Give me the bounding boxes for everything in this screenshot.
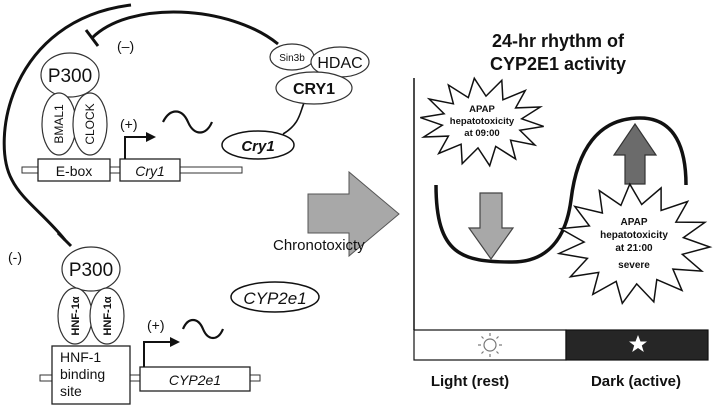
cyp2e1-mrna-label: CYP2e1 bbox=[243, 289, 306, 308]
cry1-protein-label: CRY1 bbox=[293, 81, 335, 98]
cry1-mrna-oval bbox=[221, 130, 295, 160]
burst2-line2: hepatotoxicity bbox=[600, 230, 668, 241]
dark-label: Dark (active) bbox=[591, 373, 681, 390]
p300-top bbox=[40, 52, 100, 98]
promoter-arrow-bottom bbox=[143, 341, 172, 367]
burst-2100 bbox=[556, 182, 713, 305]
cry1-mrna-label: Cry1 bbox=[241, 138, 274, 155]
p300-bottom bbox=[61, 246, 121, 292]
cry1-protein-oval bbox=[275, 71, 353, 105]
burst2-line4: severe bbox=[618, 260, 650, 271]
promoter-arrow-top bbox=[124, 136, 148, 159]
inhibition-bar-top bbox=[84, 29, 100, 47]
hnf1a-right-oval bbox=[89, 287, 125, 345]
dark-band bbox=[565, 329, 709, 361]
hdac-label: HDAC bbox=[317, 55, 362, 72]
rhythm-title-line1: 24-hr rhythm of bbox=[492, 31, 625, 51]
clock-label: CLOCK bbox=[83, 103, 97, 144]
cyp2e1-mrna-wave bbox=[181, 318, 225, 340]
hnf1a-left-label: HNF-1α bbox=[70, 296, 82, 335]
cyp2e1-mrna-oval bbox=[230, 281, 320, 313]
hnf1-site-line1: HNF-1 bbox=[60, 349, 101, 365]
light-label: Light (rest) bbox=[431, 373, 509, 390]
burst1-line2: hepatotoxicity bbox=[450, 116, 515, 127]
activity-decrease-arrow bbox=[467, 192, 515, 261]
cry1-inhibition-arc bbox=[90, 10, 279, 46]
inhibit-sign-bottom: (-) bbox=[8, 249, 22, 265]
cyp2e1-gene-box bbox=[139, 366, 251, 392]
cry1-gene-label: Cry1 bbox=[135, 163, 165, 179]
burst1-line3: at 09:00 bbox=[464, 128, 499, 139]
hnf1-site-line3: site bbox=[60, 383, 82, 399]
plus-sign-bottom: (+) bbox=[147, 317, 165, 333]
promoter-arrowhead-top bbox=[146, 132, 156, 142]
translation-link bbox=[282, 102, 305, 135]
hnf1-site-box bbox=[51, 345, 131, 405]
burst2-line1: APAP bbox=[620, 217, 647, 228]
p300-bottom-label: P300 bbox=[69, 260, 113, 281]
p300-top-label: P300 bbox=[48, 66, 92, 87]
burst2-line3: at 21:00 bbox=[615, 243, 653, 254]
burst-0900 bbox=[420, 76, 544, 168]
cyp2e1-gene-label: CYP2e1 bbox=[169, 372, 221, 388]
inhibit-sign-top: (–) bbox=[117, 38, 134, 54]
hnf1a-right-label: HNF-1α bbox=[102, 296, 114, 335]
cry1-gene-box bbox=[119, 158, 181, 182]
chronotoxicity-arrow bbox=[307, 170, 400, 258]
inhibition-bar-bottom bbox=[56, 231, 73, 248]
promoter-arrowhead-bottom bbox=[170, 337, 180, 347]
activity-curve bbox=[434, 116, 688, 264]
bmal1-label: BMAL1 bbox=[52, 104, 66, 144]
ebox-box bbox=[37, 158, 111, 182]
chronotoxicity-label: Chronotoxicty bbox=[273, 237, 365, 254]
sun-icon bbox=[478, 333, 502, 357]
plus-sign-top: (+) bbox=[120, 116, 138, 132]
moon-star-icon bbox=[629, 335, 647, 352]
hnf1-site-line2: binding bbox=[60, 366, 105, 382]
cry1-mrna-wave bbox=[162, 110, 214, 134]
long-inhibition-arc bbox=[2, 3, 132, 241]
sin3b-label: Sin3b bbox=[279, 53, 305, 64]
activity-increase-arrow bbox=[612, 122, 658, 185]
clock-oval bbox=[72, 92, 108, 156]
ebox-label: E-box bbox=[56, 163, 93, 179]
burst1-line1: APAP bbox=[469, 104, 495, 115]
rhythm-title-line2: CYP2E1 activity bbox=[490, 54, 626, 74]
